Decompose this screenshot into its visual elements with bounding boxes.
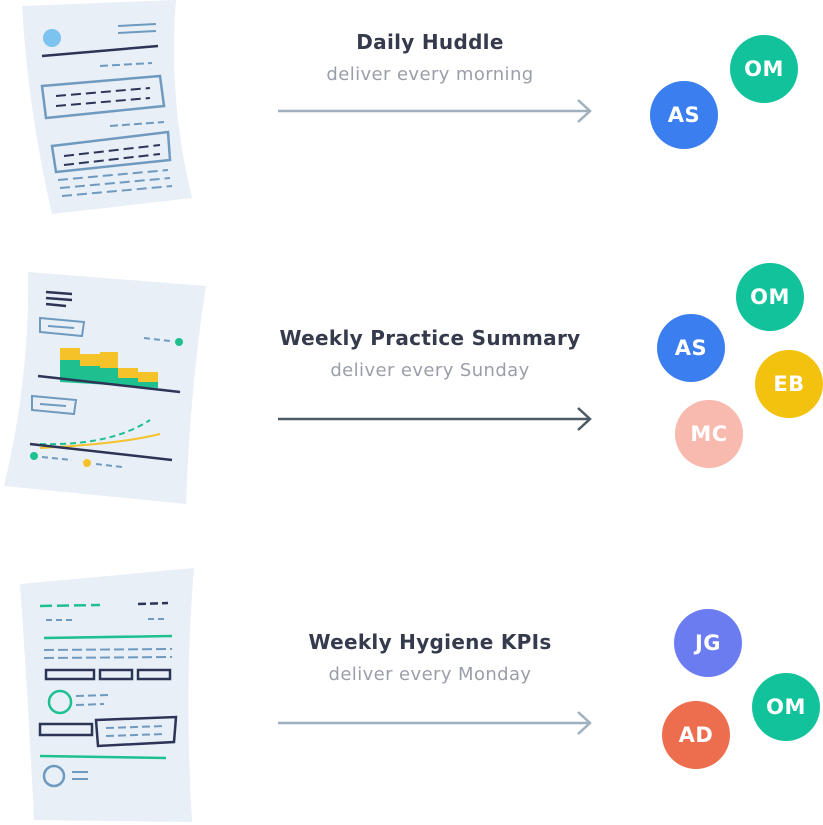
avatar-om: OM — [736, 263, 804, 331]
arrow-right-icon — [278, 99, 592, 123]
document-icon — [22, 0, 192, 214]
avatar-initials: AD — [678, 723, 714, 747]
avatar-initials: AS — [674, 336, 708, 360]
chart-document-icon — [4, 272, 206, 504]
avatar-mc: MC — [675, 400, 743, 468]
avatar-initials: EB — [773, 372, 805, 396]
arrow-right-icon — [278, 407, 592, 431]
avatar-as: AS — [650, 81, 718, 149]
report-schedule: deliver every Monday — [328, 664, 532, 685]
report-schedule: deliver every morning — [326, 64, 534, 85]
table-document-icon — [20, 568, 194, 822]
avatar-initials: OM — [744, 57, 784, 81]
avatar-om: OM — [730, 35, 798, 103]
avatar-initials: OM — [750, 285, 790, 309]
avatar-initials: JG — [694, 631, 722, 655]
arrow-right-icon — [278, 711, 592, 735]
report-title: Weekly Hygiene KPIs — [308, 630, 552, 654]
avatar-om: OM — [752, 673, 820, 741]
report-title: Daily Huddle — [356, 30, 504, 54]
avatar-jg: JG — [674, 609, 742, 677]
avatar-initials: AS — [667, 103, 701, 127]
report-title: Weekly Practice Summary — [279, 326, 581, 350]
avatar-eb: EB — [755, 350, 823, 418]
avatar-initials: MC — [690, 422, 728, 446]
avatar-as: AS — [657, 314, 725, 382]
avatar-initials: OM — [766, 695, 806, 719]
report-schedule: deliver every Sunday — [330, 360, 530, 381]
avatar-ad: AD — [662, 701, 730, 769]
